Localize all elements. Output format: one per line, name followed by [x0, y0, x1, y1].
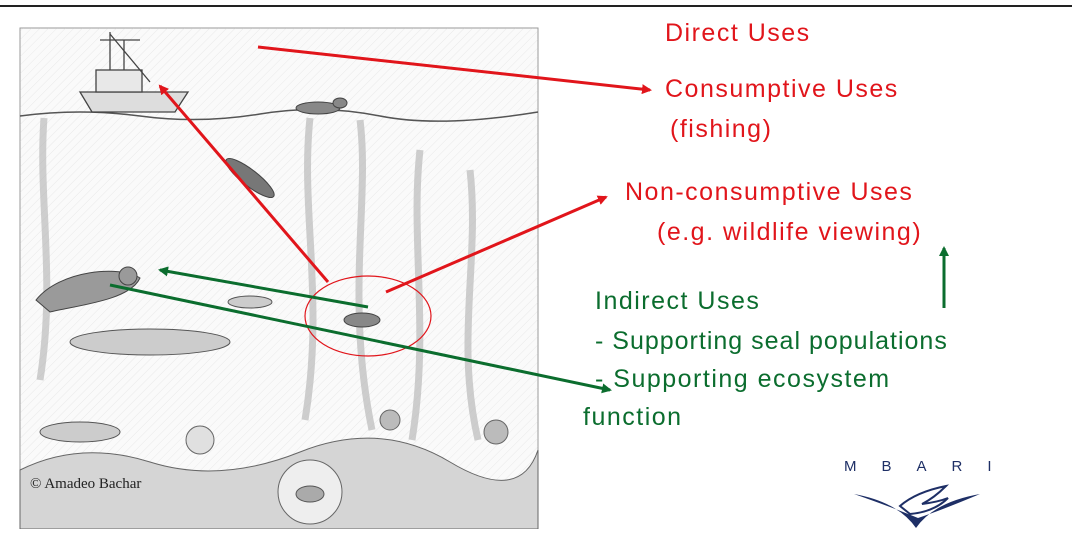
label-indirect-uses: Indirect Uses — [595, 287, 761, 315]
illustration-credit: © Amadeo Bachar — [30, 476, 142, 492]
arrow-direct-to-consumptive — [257, 45, 652, 95]
fish-icon — [39, 295, 273, 443]
arrow-to-ecosystem — [109, 283, 612, 394]
label-nonconsumptive-uses: Non-consumptive Uses — [625, 178, 914, 206]
label-indirect-function: function — [583, 403, 683, 431]
mbari-logo-letters: MBARI — [844, 458, 1017, 475]
label-indirect-seal: - Supporting seal populations — [595, 327, 948, 355]
label-nonconsumptive-example: (e.g. wildlife viewing) — [657, 218, 923, 246]
fishing-boat-icon — [78, 32, 190, 113]
focus-circle — [304, 275, 432, 357]
water-surface — [19, 108, 539, 122]
sea-otter-icon — [295, 97, 348, 115]
kelp-stalks — [36, 117, 482, 441]
label-consumptive-example: (fishing) — [670, 115, 773, 143]
arrow-to-seal — [158, 266, 369, 309]
mbari-logo-mark — [854, 484, 980, 528]
label-direct-uses: Direct Uses — [665, 19, 811, 47]
top-rule — [0, 5, 1072, 7]
foraging-otter-icon — [343, 312, 381, 328]
arrow-otter-to-nonconsumptive — [385, 195, 608, 294]
mbari-logo: MBARI — [838, 458, 1028, 529]
crab-icon — [295, 485, 325, 503]
label-consumptive-uses: Consumptive Uses — [665, 75, 899, 103]
label-indirect-ecosystem: - Supporting ecosystem — [595, 365, 891, 393]
harbor-seal-icon — [35, 266, 141, 313]
arrow-otter-to-boat — [158, 84, 330, 283]
